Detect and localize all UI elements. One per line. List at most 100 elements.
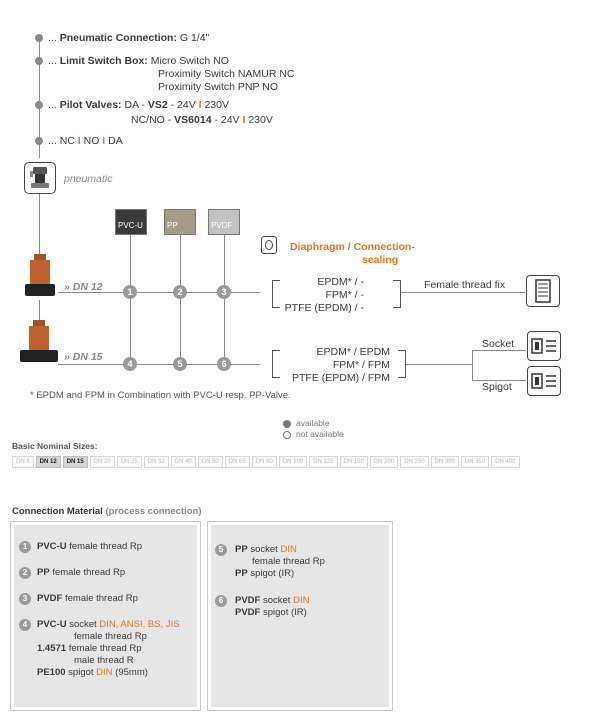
material-pp: PP xyxy=(164,209,196,235)
material-line-pvcu xyxy=(130,235,131,365)
actuator-label: pneumatic xyxy=(64,173,113,185)
size-chip: DN 20 xyxy=(89,456,115,468)
basic-sizes-bar: DN 8 DN 12 DN 15 DN 20 DN 25 DN 32 DN 40… xyxy=(12,456,520,468)
cm-item-4-line3: 1.4571 female thread Rp xyxy=(37,643,142,654)
cm-num-2: 2 xyxy=(19,567,31,579)
legend-available-icon xyxy=(283,420,291,428)
seal-row1-2: FPM* / - xyxy=(325,289,365,301)
legend-not-available-icon xyxy=(283,431,291,439)
seal-row2-3: PTFE (EPDM) / FPM xyxy=(292,372,390,384)
option-pneumatic-connection: ... Pneumatic Connection: G 1/4" xyxy=(48,32,210,44)
conn-split-line xyxy=(472,350,473,380)
option-bullet xyxy=(35,34,43,42)
size-chip: DN 50 xyxy=(197,456,223,468)
size-chip: DN 300 xyxy=(430,456,459,468)
num-1: 1 xyxy=(123,285,137,299)
size-chip: DN 100 xyxy=(278,456,308,468)
cm-item-4: PVC-U socket DIN, ANSI, BS, JIS xyxy=(37,619,180,630)
seal-row1-1: EPDM* / - xyxy=(317,276,364,288)
valve-dn12-image xyxy=(23,254,57,300)
num-6: 6 xyxy=(217,357,231,371)
option-modes: ... NC I NO I DA xyxy=(48,135,123,147)
option-bullet xyxy=(35,57,43,65)
valve-connector-line xyxy=(39,300,40,322)
cm-item-2: PP female thread Rp xyxy=(37,567,126,578)
seal-bracket-left xyxy=(272,280,280,308)
row1-line xyxy=(58,292,260,293)
row2-line xyxy=(58,364,260,365)
seal-bracket-left-2 xyxy=(272,350,280,378)
size-chip: DN 150 xyxy=(339,456,368,468)
cm-item-6: PVDF socket DIN xyxy=(235,595,310,606)
cm-item-5: PP socket DIN xyxy=(235,544,297,555)
cm-item-4-line5: PE100 spigot DIN (95mm) xyxy=(37,667,148,678)
conn-line-socket xyxy=(472,350,526,351)
options-connector-line xyxy=(39,38,40,158)
material-line-pp xyxy=(180,235,181,365)
option-pilot-valves: ... Pilot Valves: DA - VS2 - 24V I 230V xyxy=(48,99,229,111)
socket-icon xyxy=(527,331,561,361)
female-thread-icon xyxy=(526,275,560,307)
conn-socket: Socket xyxy=(482,338,515,350)
diaphragm-icon xyxy=(261,236,277,254)
pilot-valves-ncno: NC/NO - VS6014 - 24V I 230V xyxy=(131,114,273,126)
conn-line-2 xyxy=(406,364,472,365)
seal-row1-3: PTFE (EPDM) / - xyxy=(284,302,364,314)
valve-dn15-image xyxy=(19,320,59,366)
size-chip: DN 250 xyxy=(400,456,429,468)
diaphragm-title-2: sealing xyxy=(362,254,399,266)
cm-num-6: 6 xyxy=(215,595,227,607)
conn-line-spigot xyxy=(472,380,526,381)
material-pvcu: PVC-U xyxy=(115,209,147,235)
legend-not-available: not available xyxy=(296,429,344,439)
num-3: 3 xyxy=(217,285,231,299)
option-bullet xyxy=(35,137,43,145)
dn15-label: » DN 15 xyxy=(64,351,103,363)
basic-sizes-title: Basic Nominal Sizes: xyxy=(12,441,98,451)
num-5: 5 xyxy=(173,357,187,371)
seal-bracket-right-2 xyxy=(398,350,406,378)
cm-item-6-line2: PVDF spigot (IR) xyxy=(235,607,307,618)
size-chip: DN 8 xyxy=(12,456,34,468)
material-pvdf: PVDF xyxy=(208,209,240,235)
conn-female-thread-fix: Female thread fix xyxy=(424,279,506,291)
size-chip: DN 40 xyxy=(170,456,196,468)
size-chip: DN 350 xyxy=(460,456,490,468)
num-4: 4 xyxy=(123,357,137,371)
size-chip: DN 200 xyxy=(369,456,399,468)
size-chip: DN 25 xyxy=(116,456,142,468)
cm-item-5-line3: PP spigot (IR) xyxy=(235,568,295,579)
size-chip: DN 65 xyxy=(224,456,250,468)
pneumatic-actuator-icon xyxy=(24,162,56,194)
size-chip: DN 125 xyxy=(309,456,338,468)
size-chip: DN 80 xyxy=(251,456,277,468)
conn-line-1 xyxy=(401,292,525,293)
size-chip: DN 400 xyxy=(491,456,520,468)
seal-row2-1: EPDM* / EPDM xyxy=(316,346,390,358)
option-limit-switch: ... Limit Switch Box: Micro Switch NO xyxy=(48,55,229,67)
option-bullet xyxy=(35,101,43,109)
diaphragm-title: Diaphragm / Connection- xyxy=(290,241,415,253)
cm-item-5-line2: female thread Rp xyxy=(252,556,325,567)
spigot-icon xyxy=(527,366,561,396)
conn-spigot: Spigot xyxy=(482,381,512,393)
size-chip: DN 12 xyxy=(35,456,61,468)
connection-material-title: Connection Material (process connection) xyxy=(12,506,202,517)
cm-item-1: PVC-U female thread Rp xyxy=(37,541,143,552)
size-chip: DN 15 xyxy=(62,456,88,468)
cm-num-1: 1 xyxy=(19,541,31,553)
cm-num-4: 4 xyxy=(19,619,31,631)
cm-num-5: 5 xyxy=(215,544,227,556)
seal-bracket-right xyxy=(393,280,401,308)
connection-panel-right-inner xyxy=(211,525,389,707)
dn12-label: » DN 12 xyxy=(64,281,103,293)
num-2: 2 xyxy=(173,285,187,299)
seal-row2-2: FPM* / FPM xyxy=(332,359,390,371)
limit-switch-pnp: Proximity Switch PNP NO xyxy=(158,81,278,93)
cm-item-4-line2: female thread Rp xyxy=(74,631,147,642)
footnote: * EPDM and FPM in Combination with PVC-U… xyxy=(30,390,291,401)
limit-switch-namur: Proximity Switch NAMUR NC xyxy=(158,68,295,80)
legend-available: available xyxy=(296,418,330,428)
cm-item-4-line4: male thread R xyxy=(74,655,134,666)
cm-num-3: 3 xyxy=(19,593,31,605)
